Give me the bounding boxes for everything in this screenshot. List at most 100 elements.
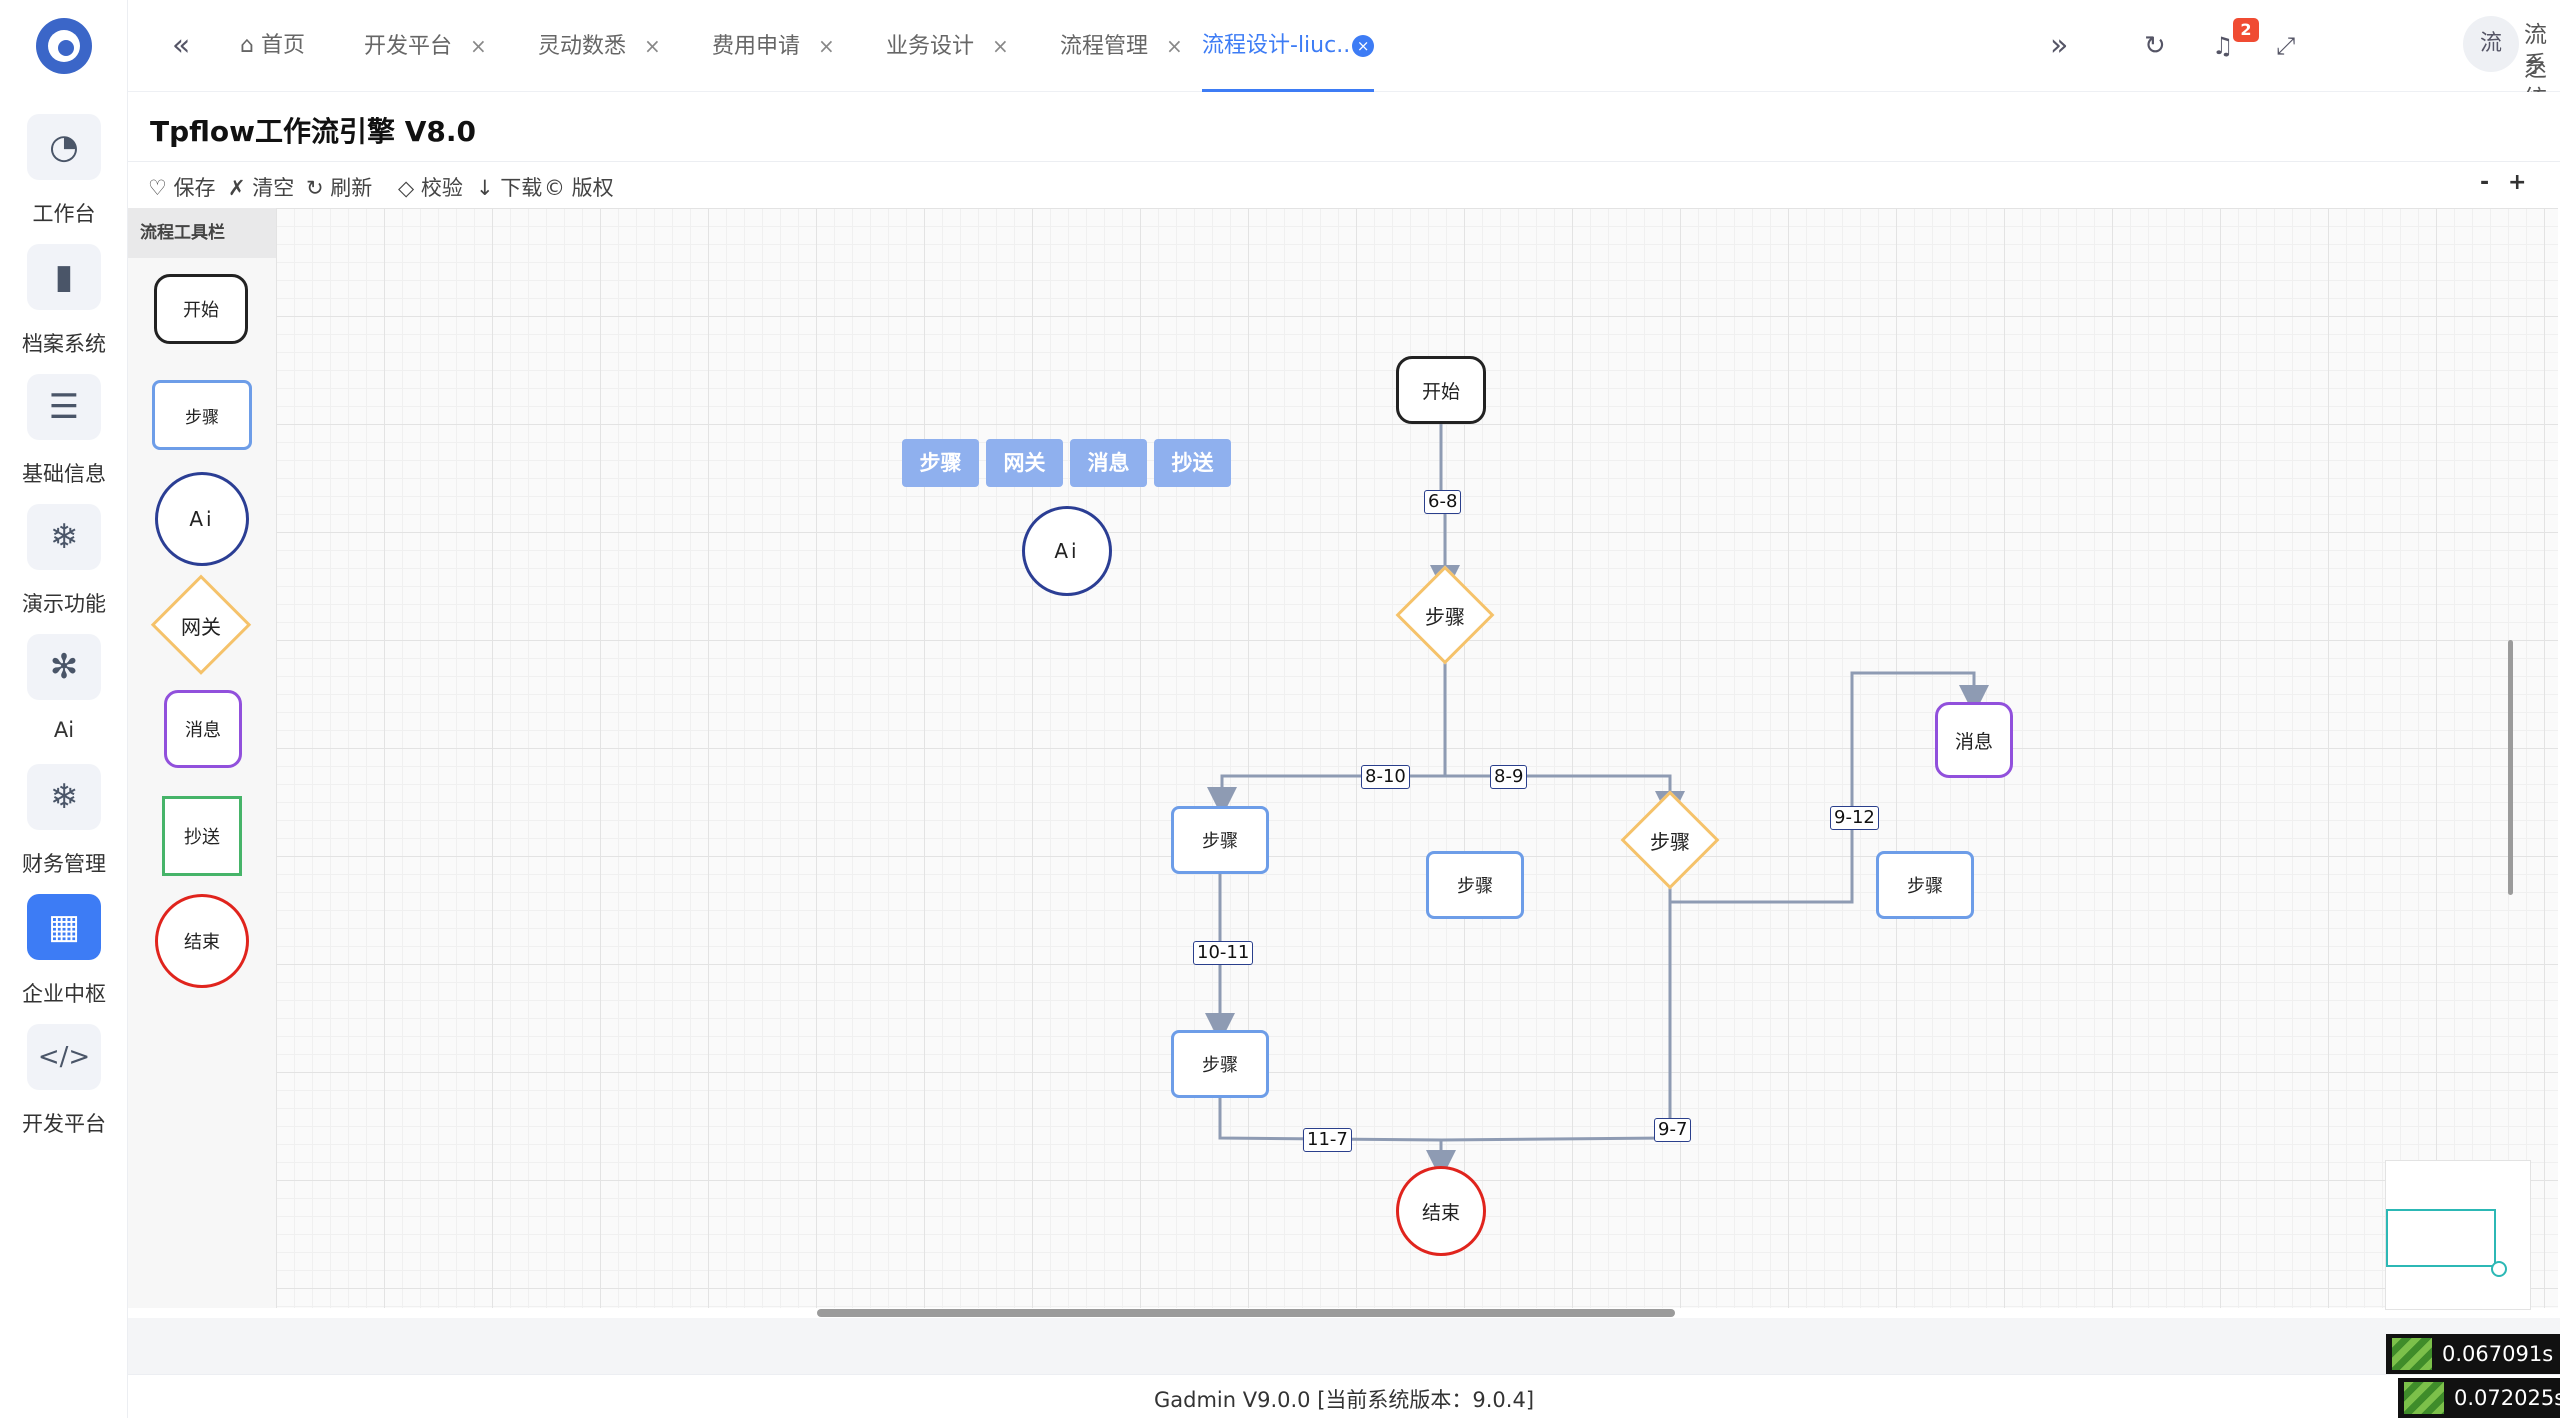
tab-home[interactable]: ⌂ 首页: [240, 0, 305, 92]
palette-ai[interactable]: Ai: [155, 472, 249, 566]
palette-gateway[interactable]: 网关: [150, 574, 252, 676]
palette-message[interactable]: 消息: [164, 690, 242, 768]
flow-node-ai[interactable]: Ai: [1022, 506, 1112, 596]
zoom-in-button[interactable]: +: [2508, 170, 2527, 195]
tab-lingdong[interactable]: 灵动数悉×: [538, 0, 661, 92]
refresh-icon[interactable]: ↻: [2144, 31, 2166, 61]
list-icon: ☰: [27, 374, 101, 440]
scroll-right-icon[interactable]: »: [2050, 28, 2069, 63]
node-label: Ai: [1054, 539, 1080, 563]
app-logo[interactable]: [36, 18, 92, 74]
palette-end[interactable]: 结束: [155, 894, 249, 988]
edge-label[interactable]: 11-7: [1303, 1128, 1352, 1152]
designer-title-bar: Tpflow工作流引擎 V8.0: [128, 92, 2560, 162]
flow-node-message[interactable]: 消息: [1935, 702, 2013, 778]
quick-add-message-button[interactable]: 消息: [1070, 439, 1147, 487]
zoom-out-button[interactable]: -: [2480, 170, 2490, 195]
palette-step[interactable]: 步骤: [152, 380, 252, 450]
refresh-button[interactable]: ↻ 刷新: [306, 176, 373, 200]
save-button[interactable]: ♡ 保存: [148, 176, 216, 200]
flow-node-step-left-2[interactable]: 步骤: [1171, 1030, 1269, 1098]
side-rail: ◔ 工作台 ▮ 档案系统 ☰ 基础信息 ❄ 演示功能 ✻ Ai ❄ 财务管理 ▦…: [0, 0, 128, 1418]
rail-item-ai[interactable]: ✻ Ai: [0, 634, 128, 754]
minimap-viewport[interactable]: [2386, 1209, 2496, 1267]
perf-badge: 0.072025s: [2398, 1378, 2560, 1418]
tab-expense[interactable]: 费用申请 ×: [712, 0, 835, 92]
flow-node-end[interactable]: 结束: [1396, 1166, 1486, 1256]
node-palette: 流程工具栏 开始 步骤 Ai 网关 消息 抄送 结束: [128, 208, 276, 1308]
clear-button[interactable]: ✗ 清空: [228, 176, 295, 200]
edge-label[interactable]: 9-7: [1654, 1118, 1692, 1142]
rail-item-demo[interactable]: ❄ 演示功能: [0, 504, 128, 624]
minimap[interactable]: [2385, 1160, 2531, 1310]
tab-label: 业务设计: [886, 34, 975, 59]
flow-node-gateway-2[interactable]: 步骤: [1620, 790, 1720, 890]
edge-label[interactable]: 8-9: [1490, 765, 1528, 789]
tab-business-design[interactable]: 业务设计 ×: [886, 0, 1009, 92]
rail-item-dev-platform[interactable]: </> 开发平台: [0, 1024, 128, 1144]
edge-label[interactable]: 6-8: [1424, 490, 1462, 514]
collapse-left-icon[interactable]: «: [172, 28, 191, 63]
flow-node-step-middle[interactable]: 步骤: [1426, 851, 1524, 919]
quick-add-gateway-button[interactable]: 网关: [986, 439, 1063, 487]
apps-grid-icon: ▦: [27, 894, 101, 960]
palette-label: 网关: [181, 614, 221, 639]
tab-label: 流程设计-liuc..: [1202, 33, 1351, 58]
palette-label: 消息: [185, 720, 221, 741]
palette-label: Ai: [189, 507, 215, 531]
vertical-scrollbar[interactable]: [2508, 640, 2513, 895]
node-label: 消息: [1954, 730, 1993, 753]
snowflake-icon: ❄: [27, 504, 101, 570]
validate-button[interactable]: ◇ 校验: [398, 176, 463, 200]
close-icon[interactable]: ×: [470, 34, 487, 58]
palette-label: 结束: [184, 932, 220, 953]
rail-item-archive[interactable]: ▮ 档案系统: [0, 244, 128, 364]
copyright-button[interactable]: © 版权: [544, 176, 614, 200]
minimap-resize-handle[interactable]: [2491, 1261, 2507, 1277]
palette-start[interactable]: 开始: [154, 274, 248, 344]
performance-icon: [2392, 1338, 2432, 1370]
tab-dev-platform[interactable]: 开发平台 ×: [364, 0, 487, 92]
tab-process-design[interactable]: 流程设计-liuc..×: [1202, 0, 1375, 92]
avatar[interactable]: 流: [2463, 16, 2519, 72]
rail-item-workbench[interactable]: ◔ 工作台: [0, 114, 128, 234]
bar-chart-icon: ▮: [27, 244, 101, 310]
download-button[interactable]: ↓ 下载: [476, 176, 543, 200]
palette-cc[interactable]: 抄送: [162, 796, 242, 876]
performance-icon: [2404, 1382, 2444, 1414]
code-icon: </>: [27, 1024, 101, 1090]
tab-process-manage[interactable]: 流程管理×: [1060, 0, 1183, 92]
perf-time: 0.072025s: [2454, 1386, 2560, 1410]
close-icon[interactable]: ×: [818, 34, 835, 58]
quick-add-cc-button[interactable]: 抄送: [1154, 439, 1231, 487]
node-label: 开始: [1421, 380, 1460, 403]
flow-node-step-left[interactable]: 步骤: [1171, 806, 1269, 874]
rail-item-basic-info[interactable]: ☰ 基础信息: [0, 374, 128, 494]
flow-node-gateway-1[interactable]: 步骤: [1395, 565, 1495, 665]
close-icon[interactable]: ×: [1352, 35, 1375, 57]
close-icon[interactable]: ×: [992, 34, 1009, 58]
node-label: 结束: [1421, 1201, 1460, 1224]
quick-add-step-button[interactable]: 步骤: [902, 439, 979, 487]
node-label: 步骤: [1202, 1055, 1238, 1076]
tab-label: 费用申请: [712, 34, 801, 59]
rail-item-finance[interactable]: ❄ 财务管理: [0, 764, 128, 884]
edge-label[interactable]: 8-10: [1361, 765, 1410, 789]
horizontal-scrollbar[interactable]: [817, 1309, 1675, 1317]
perf-time: 0.067091s: [2442, 1342, 2554, 1366]
close-icon[interactable]: ×: [1166, 34, 1183, 58]
rail-item-enterprise-hub[interactable]: ▦ 企业中枢: [0, 894, 128, 1014]
tab-label: 开发平台: [364, 34, 453, 59]
flow-node-step-right[interactable]: 步骤: [1876, 851, 1974, 919]
rail-label: 财务管理: [22, 852, 106, 876]
palette-label: 步骤: [185, 407, 219, 428]
edge-label[interactable]: 10-11: [1193, 941, 1254, 965]
node-label: 步骤: [1907, 876, 1943, 897]
flow-node-start[interactable]: 开始: [1396, 356, 1486, 424]
close-icon[interactable]: ×: [644, 34, 661, 58]
bell-icon[interactable]: ♫: [2212, 32, 2234, 60]
fullscreen-icon[interactable]: ⤢: [2276, 32, 2296, 60]
edge-label[interactable]: 9-12: [1830, 806, 1879, 830]
rail-label: 演示功能: [22, 592, 106, 616]
